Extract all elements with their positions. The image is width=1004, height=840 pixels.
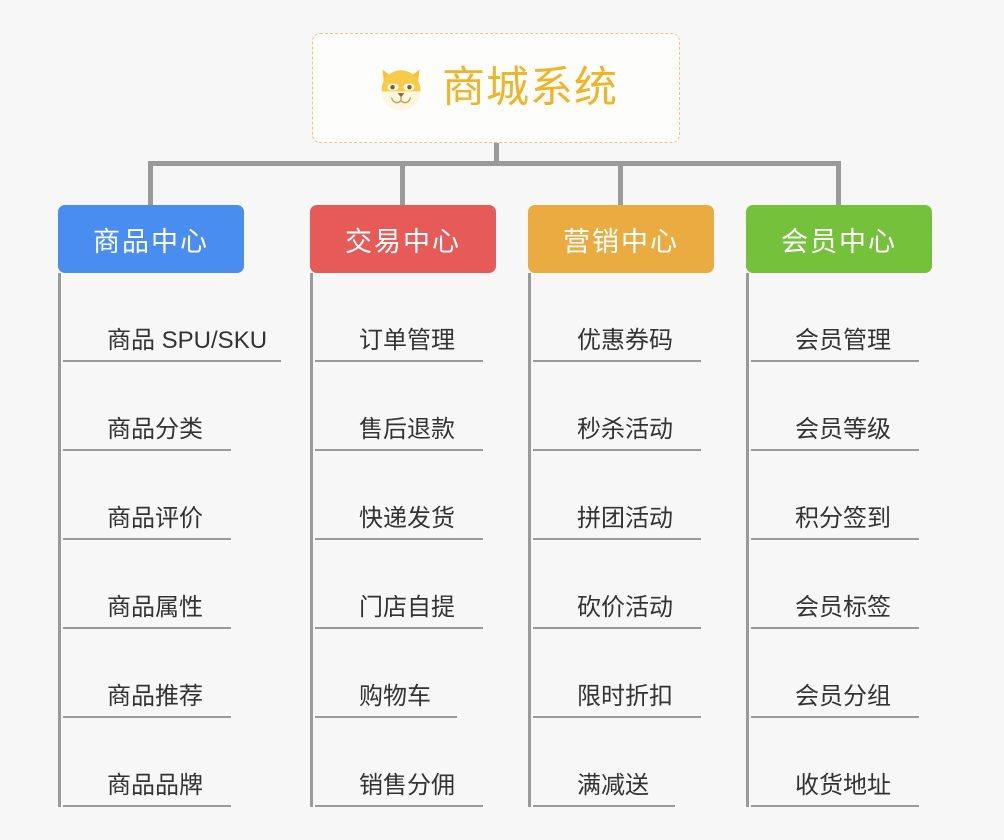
category-label-1: 商品中心 — [93, 226, 209, 257]
leaf-label: 会员分组 — [795, 682, 891, 710]
category-label-4: 会员中心 — [781, 226, 897, 257]
leaf-label: 售后退款 — [359, 415, 455, 443]
connector-drop-1 — [148, 161, 153, 205]
leaf-item[interactable]: 拼团活动 — [533, 451, 701, 540]
leaf-item[interactable]: 积分签到 — [751, 451, 919, 540]
leaf-item[interactable]: 会员等级 — [751, 362, 919, 451]
connector-horizontal-bus — [148, 161, 836, 166]
leaf-label: 会员管理 — [795, 326, 891, 354]
leaf-item[interactable]: 门店自提 — [315, 540, 483, 629]
leaf-item[interactable]: 订单管理 — [315, 273, 483, 362]
leaf-label: 积分签到 — [795, 504, 891, 532]
leaf-item[interactable]: 商品 SPU/SKU — [63, 273, 281, 362]
leaf-item[interactable]: 秒杀活动 — [533, 362, 701, 451]
root-node[interactable]: 商城系统 — [312, 33, 680, 143]
root-title: 商城系统 — [442, 63, 618, 112]
branch-column-4: 会员中心 会员管理 会员等级 积分签到 会员标签 会员分组 收货地址 — [746, 205, 972, 807]
category-node-3[interactable]: 营销中心 — [528, 205, 714, 273]
connector-drop-4 — [836, 161, 841, 205]
leaf-label: 砍价活动 — [577, 593, 673, 621]
leaf-label: 会员等级 — [795, 415, 891, 443]
leaf-item[interactable]: 满减送 — [533, 718, 675, 807]
category-node-1[interactable]: 商品中心 — [58, 205, 244, 273]
branch-column-3: 营销中心 优惠券码 秒杀活动 拼团活动 砍价活动 限时折扣 满减送 — [528, 205, 754, 807]
leaf-label: 销售分佣 — [359, 771, 455, 799]
leaf-label: 商品分类 — [107, 415, 203, 443]
leaf-stack-1: 商品 SPU/SKU 商品分类 商品评价 商品属性 商品推荐 商品品牌 — [58, 273, 298, 807]
leaf-item[interactable]: 优惠券码 — [533, 273, 701, 362]
leaf-item[interactable]: 售后退款 — [315, 362, 483, 451]
leaf-item[interactable]: 会员分组 — [751, 629, 919, 718]
leaf-label: 快递发货 — [359, 504, 455, 532]
leaf-item[interactable]: 砍价活动 — [533, 540, 701, 629]
leaf-stack-4: 会员管理 会员等级 积分签到 会员标签 会员分组 收货地址 — [746, 273, 972, 807]
leaf-item[interactable]: 限时折扣 — [533, 629, 701, 718]
leaf-label: 商品属性 — [107, 593, 203, 621]
shiba-dog-face-icon — [381, 69, 421, 111]
leaf-item[interactable]: 商品品牌 — [63, 718, 231, 807]
category-node-2[interactable]: 交易中心 — [310, 205, 496, 273]
connector-drop-2 — [400, 161, 405, 205]
leaf-label: 优惠券码 — [577, 326, 673, 354]
leaf-label: 限时折扣 — [577, 682, 673, 710]
leaf-label: 收货地址 — [795, 771, 891, 799]
category-node-4[interactable]: 会员中心 — [746, 205, 932, 273]
leaf-item[interactable]: 商品分类 — [63, 362, 231, 451]
leaf-stack-2: 订单管理 售后退款 快递发货 门店自提 购物车 销售分佣 — [310, 273, 538, 807]
leaf-item[interactable]: 商品属性 — [63, 540, 231, 629]
leaf-item[interactable]: 会员管理 — [751, 273, 919, 362]
leaf-label: 商品评价 — [107, 504, 203, 532]
category-label-2: 交易中心 — [345, 226, 461, 257]
leaf-stack-3: 优惠券码 秒杀活动 拼团活动 砍价活动 限时折扣 满减送 — [528, 273, 754, 807]
branch-column-2: 交易中心 订单管理 售后退款 快递发货 门店自提 购物车 销售分佣 — [310, 205, 538, 807]
branch-column-1: 商品中心 商品 SPU/SKU 商品分类 商品评价 商品属性 商品推荐 商品品牌 — [58, 205, 298, 807]
leaf-item[interactable]: 快递发货 — [315, 451, 483, 540]
leaf-item[interactable]: 商品推荐 — [63, 629, 231, 718]
leaf-item[interactable]: 购物车 — [315, 629, 457, 718]
leaf-label: 商品 SPU/SKU — [107, 326, 268, 354]
leaf-label: 门店自提 — [359, 593, 455, 621]
leaf-label: 拼团活动 — [577, 504, 673, 532]
connector-root-stem — [494, 143, 499, 165]
leaf-item[interactable]: 会员标签 — [751, 540, 919, 629]
leaf-item[interactable]: 商品评价 — [63, 451, 231, 540]
leaf-item[interactable]: 销售分佣 — [315, 718, 483, 807]
leaf-label: 满减送 — [577, 771, 649, 799]
leaf-label: 秒杀活动 — [577, 415, 673, 443]
leaf-label: 购物车 — [359, 682, 431, 710]
connector-drop-3 — [618, 161, 623, 205]
category-label-3: 营销中心 — [563, 226, 679, 257]
leaf-label: 商品品牌 — [107, 771, 203, 799]
leaf-label: 商品推荐 — [107, 682, 203, 710]
leaf-label: 订单管理 — [359, 326, 455, 354]
leaf-label: 会员标签 — [795, 593, 891, 621]
leaf-item[interactable]: 收货地址 — [751, 718, 919, 807]
